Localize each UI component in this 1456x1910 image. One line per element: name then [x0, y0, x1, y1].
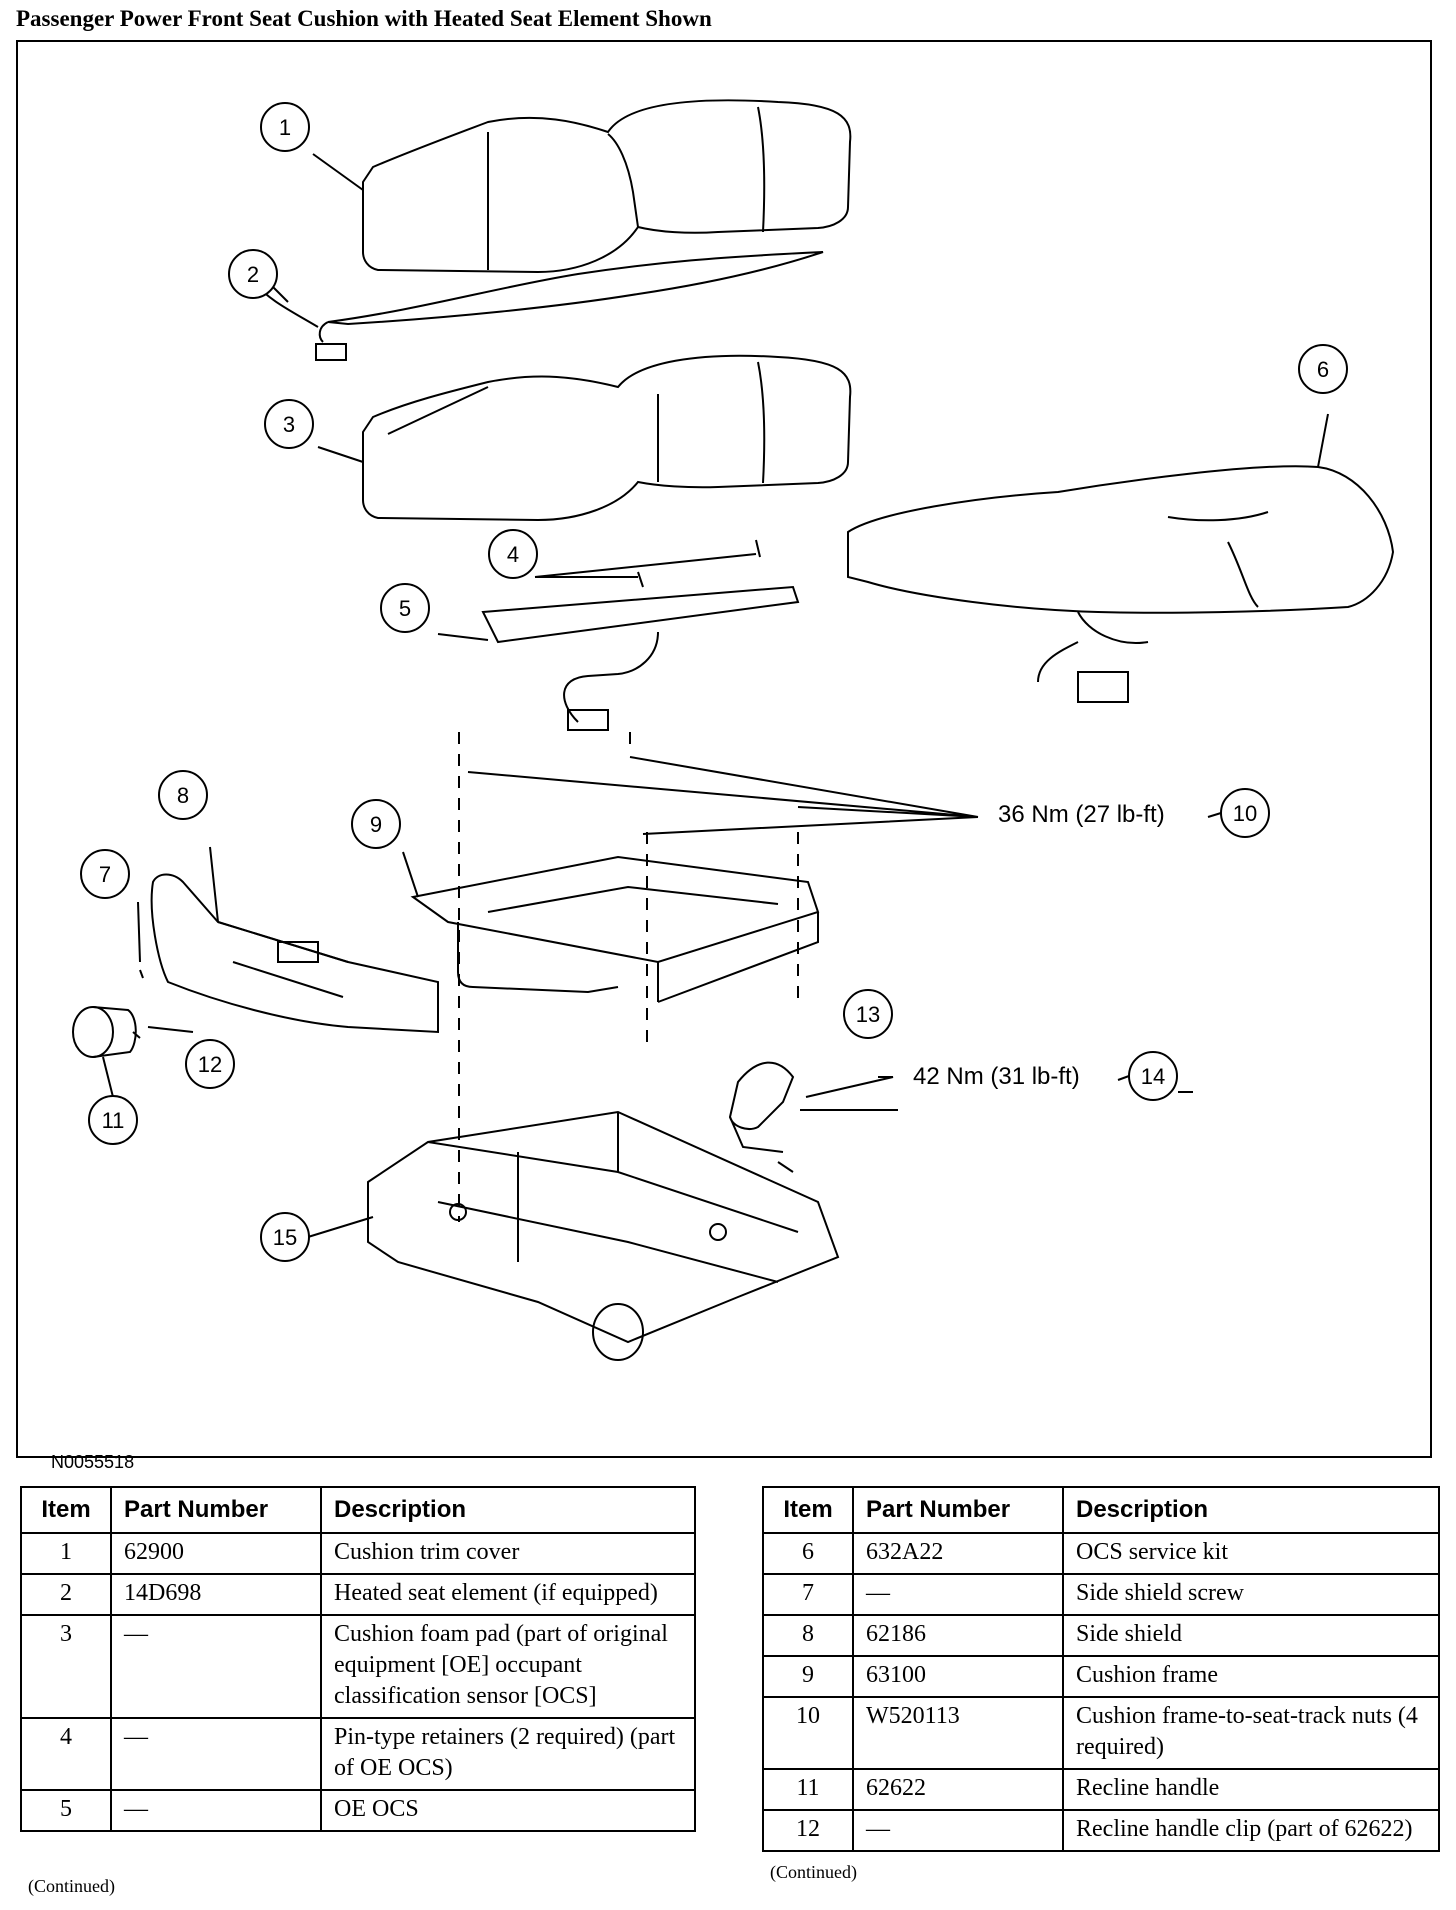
cell-description: Heated seat element (if equipped): [320, 1573, 696, 1616]
seat-exploded-diagram: 1 2 3 4 5 6 7 8 9 10 11 12 13 14 15 36 N…: [72, 99, 1395, 1361]
table-row: 12 — Recline handle clip (part of 62622): [762, 1809, 1440, 1852]
header-description: Description: [320, 1486, 696, 1534]
table-row: 4 — Pin-type retainers (2 required) (par…: [20, 1717, 696, 1791]
header-part-number: Part Number: [852, 1486, 1064, 1534]
cell-description: Side shield: [1062, 1614, 1440, 1657]
continued-note-left: (Continued): [28, 1876, 115, 1896]
callout-2: 2: [247, 262, 259, 287]
callout-10: 10: [1233, 801, 1257, 826]
cell-part-number: 62622: [852, 1768, 1064, 1811]
cell-part-number: W520113: [852, 1696, 1064, 1770]
cell-description: Pin-type retainers (2 required) (part of…: [320, 1717, 696, 1791]
table-row: 2 14D698 Heated seat element (if equippe…: [20, 1573, 696, 1616]
cell-part-number: —: [852, 1809, 1064, 1852]
cell-item: 5: [20, 1789, 112, 1832]
callout-14: 14: [1141, 1064, 1165, 1089]
table-row: 9 63100 Cushion frame: [762, 1655, 1440, 1698]
cushion-trim-cover-drawing: [362, 99, 852, 274]
callout-4: 4: [507, 542, 519, 567]
cell-part-number: —: [110, 1789, 322, 1832]
parts-table-left: Item Part Number Description 1 62900 Cus…: [20, 1486, 696, 1832]
cell-description: Side shield screw: [1062, 1573, 1440, 1616]
table-header-row: Item Part Number Description: [20, 1486, 696, 1534]
cell-item: 7: [762, 1573, 854, 1616]
cell-part-number: 62186: [852, 1614, 1064, 1657]
torque-label-14: 42 Nm (31 lb-ft): [913, 1063, 1080, 1090]
cell-description: Cushion foam pad (part of original equip…: [320, 1614, 696, 1719]
seat-track-drawing: [367, 1110, 840, 1344]
cell-item: 10: [762, 1696, 854, 1770]
cell-description: Cushion frame-to-seat-track nuts (4 requ…: [1062, 1696, 1440, 1770]
cell-item: 9: [762, 1655, 854, 1698]
cell-item: 12: [762, 1809, 854, 1852]
table-row: 6 632A22 OCS service kit: [762, 1532, 1440, 1575]
exploded-view-figure: 1 2 3 4 5 6 7 8 9 10 11 12 13 14 15 36 N…: [16, 40, 1432, 1472]
recline-handle-drawing: [72, 1006, 114, 1058]
side-shield-drawing: [150, 873, 439, 1034]
callout-9: 9: [370, 812, 382, 837]
callout-11: 11: [102, 1108, 125, 1133]
callout-7: 7: [99, 862, 111, 887]
cell-item: 8: [762, 1614, 854, 1657]
header-item: Item: [762, 1486, 854, 1534]
cell-description: Recline handle clip (part of 62622): [1062, 1809, 1440, 1852]
continued-note-right: (Continued): [770, 1862, 857, 1882]
cell-part-number: —: [110, 1614, 322, 1719]
callout-12: 12: [198, 1052, 222, 1077]
callout-5: 5: [399, 596, 411, 621]
oe-ocs-sensor-drawing: [481, 585, 800, 644]
callout-6: 6: [1317, 357, 1329, 382]
figure-id: N0055518: [51, 1452, 135, 1472]
header-description: Description: [1062, 1486, 1440, 1534]
heated-seat-element-drawing: [327, 251, 824, 326]
cell-part-number: —: [852, 1573, 1064, 1616]
cell-description: OE OCS: [320, 1789, 696, 1832]
cell-part-number: 632A22: [852, 1532, 1064, 1575]
table-row: 5 — OE OCS: [20, 1789, 696, 1832]
cushion-frame-drawing: [410, 855, 820, 964]
parts-table-right: Item Part Number Description 6 632A22 OC…: [762, 1486, 1440, 1852]
cell-item: 11: [762, 1768, 854, 1811]
callout-13: 13: [856, 1002, 880, 1027]
cell-description: Cushion frame: [1062, 1655, 1440, 1698]
cell-description: Recline handle: [1062, 1768, 1440, 1811]
seat-belt-buckle-drawing: [728, 1061, 795, 1130]
header-item: Item: [20, 1486, 112, 1534]
table-row: 7 — Side shield screw: [762, 1573, 1440, 1616]
cell-description: Cushion trim cover: [320, 1532, 696, 1575]
cell-description: OCS service kit: [1062, 1532, 1440, 1575]
cell-part-number: —: [110, 1717, 322, 1791]
cell-item: 3: [20, 1614, 112, 1719]
cell-item: 1: [20, 1532, 112, 1575]
callout-1: 1: [279, 115, 291, 140]
cell-part-number: 14D698: [110, 1573, 322, 1616]
table-row: 8 62186 Side shield: [762, 1614, 1440, 1657]
torque-label-10: 36 Nm (27 lb-ft): [998, 801, 1165, 828]
table-row: 11 62622 Recline handle: [762, 1768, 1440, 1811]
callout-8: 8: [177, 783, 189, 808]
cell-item: 4: [20, 1717, 112, 1791]
callout-15: 15: [273, 1225, 297, 1250]
callout-3: 3: [283, 412, 295, 437]
pin-retainers-drawing: [637, 539, 761, 588]
cushion-foam-pad-drawing: [362, 354, 852, 522]
page-title: Passenger Power Front Seat Cushion with …: [16, 6, 712, 31]
cell-item: 6: [762, 1532, 854, 1575]
table-row: 1 62900 Cushion trim cover: [20, 1532, 696, 1575]
header-part-number: Part Number: [110, 1486, 322, 1534]
table-row: 3 — Cushion foam pad (part of original e…: [20, 1614, 696, 1719]
table-header-row: Item Part Number Description: [762, 1486, 1440, 1534]
cell-item: 2: [20, 1573, 112, 1616]
ocs-service-kit-drawing: [847, 465, 1395, 614]
table-row: 10 W520113 Cushion frame-to-seat-track n…: [762, 1696, 1440, 1770]
cell-part-number: 62900: [110, 1532, 322, 1575]
cell-part-number: 63100: [852, 1655, 1064, 1698]
